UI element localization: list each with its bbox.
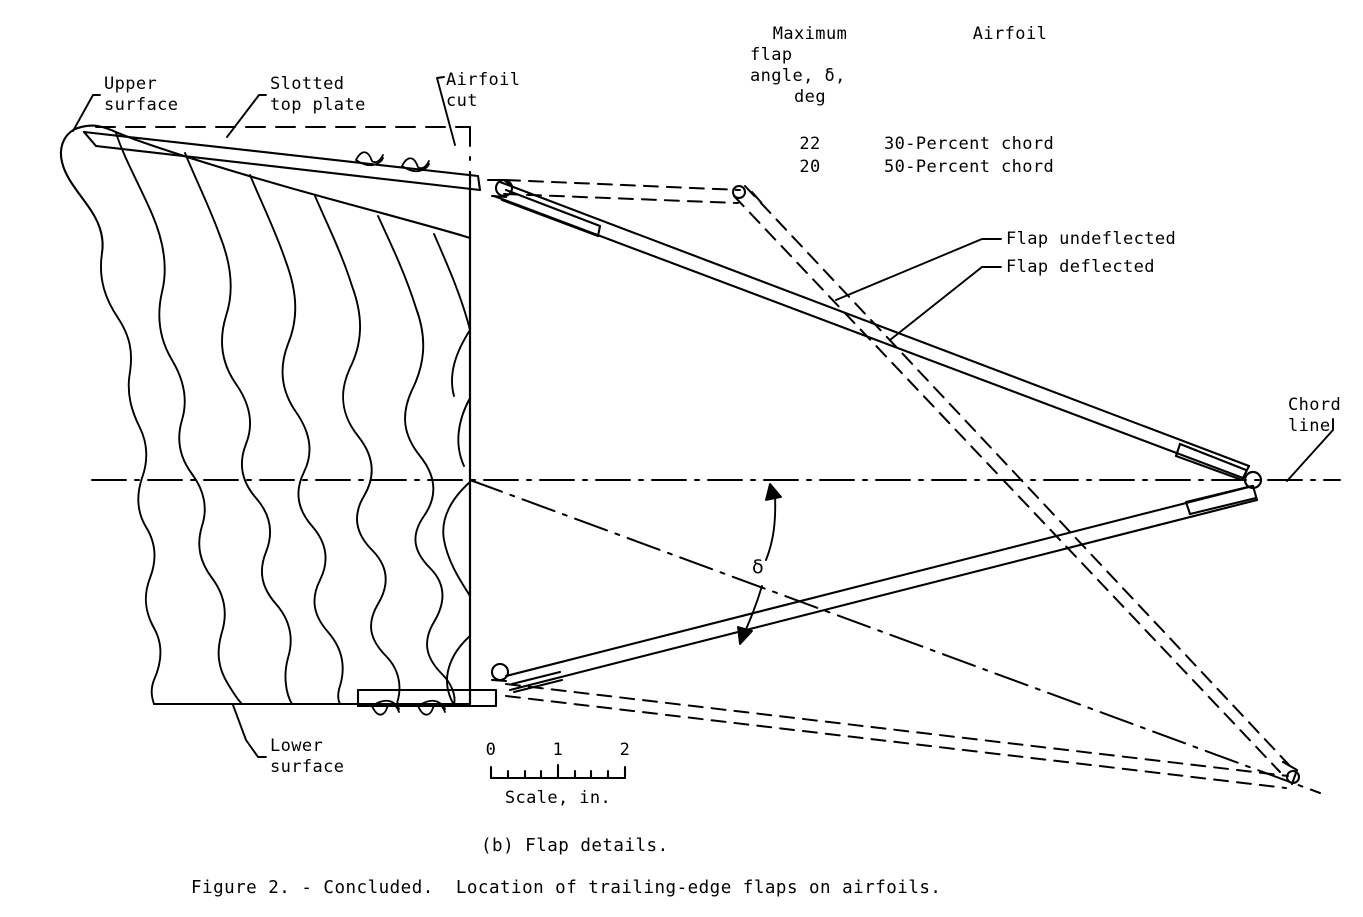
legend-row-0-airfoil: 30-Percent chord: [884, 134, 1055, 154]
lower-flap-deflected: [504, 484, 1259, 694]
legend-header-airfoil: Airfoil: [972, 24, 1048, 44]
trailing-edge-pivot: [1243, 470, 1263, 490]
slotted-top-plate-dashed: [95, 126, 471, 161]
lower-flap-hinge: [490, 662, 510, 683]
label-delta-symbol: δ: [752, 556, 764, 578]
label-upper-surface: Upper surface: [104, 74, 179, 115]
label-flap-undeflected: Flap undeflected: [1006, 229, 1177, 249]
legend-header-angle: angle, δ,: [750, 66, 846, 86]
second-flap-hinge: [732, 185, 746, 199]
upper-flap-ghost-deflected: [733, 185, 1291, 773]
figure-caption: Figure 2. - Concluded. Location of trail…: [191, 878, 942, 898]
leader-slotted-top-plate: [226, 94, 267, 138]
figure-subcaption: (b) Flap details.: [481, 836, 669, 856]
label-slotted-top-plate: Slotted top plate: [270, 74, 366, 115]
leader-upper-surface: [72, 94, 101, 132]
upper-plate-fasteners: [355, 151, 430, 173]
break-away-grain-lines: [100, 132, 471, 705]
upper-flap-deflected: [492, 180, 1251, 482]
lower-flap-trailing-joint: [1281, 760, 1300, 786]
legend-row-1-angle: 20: [799, 157, 821, 177]
leader-flap-deflected: [889, 266, 1002, 341]
leader-lower-surface: [232, 704, 267, 758]
top-plate-upper: [82, 130, 482, 192]
delta-angle-arc-upper: [765, 483, 782, 561]
scale-tick-2: 2: [619, 740, 631, 760]
upper-flap-undeflected: [503, 179, 741, 204]
airfoil-upper-surface: [73, 124, 472, 240]
lower-plate: [356, 688, 498, 708]
legend-header-deg: deg: [794, 87, 826, 107]
scale-bar: [489, 763, 627, 780]
lower-plate-fasteners: [371, 699, 446, 716]
leader-flap-undeflected: [835, 238, 1002, 301]
delta-angle-arc-lower: [737, 585, 763, 645]
legend-row-0-angle: 22: [799, 134, 821, 154]
legend-header-flap: flap: [750, 45, 793, 65]
deflection-reference-line: [469, 479, 1321, 794]
lower-flap-undeflected: [505, 683, 1289, 789]
scale-bar-label: Scale, in.: [504, 788, 612, 808]
label-chord-line: Chord line: [1288, 395, 1342, 436]
label-flap-deflected: Flap deflected: [1006, 257, 1155, 277]
label-lower-surface: Lower surface: [270, 736, 345, 777]
scale-tick-0: 0: [485, 740, 497, 760]
label-airfoil-cut: Airfoil cut: [446, 70, 521, 111]
leader-airfoil-cut: [436, 76, 456, 146]
airfoil-leading-edge: [59, 127, 104, 255]
scale-tick-1: 1: [552, 740, 564, 760]
legend-row-1-airfoil: 50-Percent chord: [884, 157, 1055, 177]
legend-header-maximum: Maximum: [772, 24, 848, 44]
leader-chord-line: [1286, 418, 1334, 482]
upper-flap-hinge: [486, 178, 514, 199]
